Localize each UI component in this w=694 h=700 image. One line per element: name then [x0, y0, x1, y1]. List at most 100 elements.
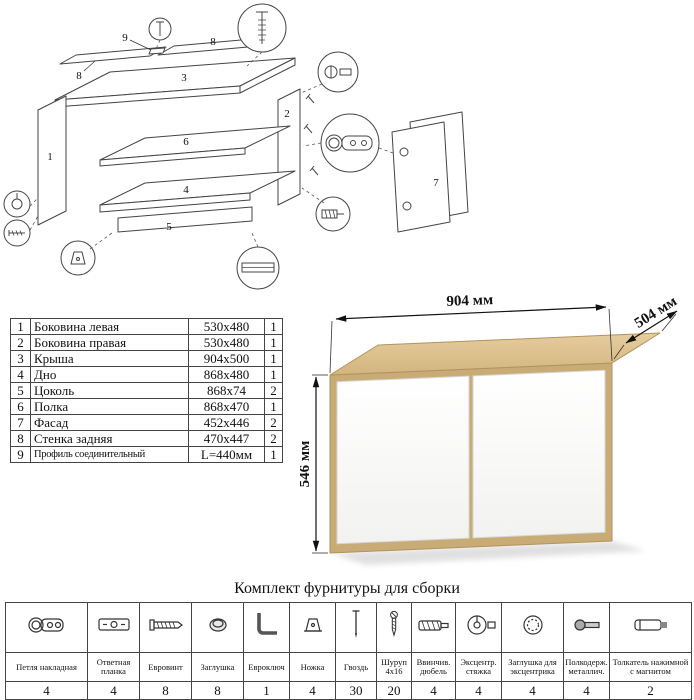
hardware-name: Ввинчив. дюбель — [411, 652, 456, 682]
shelf-panel-edge — [99, 147, 246, 167]
hardware-icon-row — [5, 602, 692, 653]
hinge-cup-hole — [399, 147, 409, 157]
part-qty: 1 — [264, 366, 283, 383]
hardware-qty: 4 — [411, 681, 456, 700]
cap-icon — [208, 618, 227, 632]
height-dimension-label: 546 мм — [300, 441, 313, 488]
loose-screws — [303, 93, 319, 176]
part-size: 868x480 — [188, 366, 265, 383]
hardware-qty: 1 — [243, 681, 290, 700]
part-num: 8 — [10, 430, 31, 447]
hardware-icon-cell — [376, 602, 412, 653]
callout-hinge — [320, 113, 380, 173]
hardware-icon-cell — [609, 602, 692, 653]
hardware-icon-cell — [139, 602, 192, 653]
part-qty: 1 — [264, 446, 283, 463]
part-qty: 2 — [264, 382, 283, 399]
part-qty: 2 — [264, 414, 283, 431]
part-size: 868x470 — [188, 398, 265, 415]
hardware-name: Шуруп 4x16 — [376, 652, 412, 682]
hardware-qty: 20 — [376, 681, 412, 700]
part-num: 6 — [10, 398, 31, 415]
table-row: 3 Крыша 904x500 1 — [10, 350, 283, 367]
hardware-icon-cell — [191, 602, 244, 653]
hardware-icon-cell — [563, 602, 610, 653]
part-label-3: 3 — [181, 72, 187, 84]
parts-list-table: 1 Боковина левая 530x480 1 2 Боковина пр… — [10, 318, 283, 463]
hardware-icon-cell — [335, 602, 377, 653]
assembled-cabinet-render: 904 мм 504 мм 546 мм — [300, 292, 680, 565]
hardware-qty: 4 — [289, 681, 336, 700]
hardware-kit-title: Комплект фурнитуры для сборки — [234, 580, 460, 597]
hardware-name: Ответная планка — [87, 652, 140, 682]
exploded-assembly-diagram: 9 8 8 3 2 1 6 4 5 7 — [3, 3, 469, 290]
right-side-panel — [277, 88, 301, 206]
bottom-panel-edge — [99, 192, 251, 213]
hinge-cup-hole — [402, 201, 412, 211]
hardware-name: Полкодерж. металлич. — [563, 652, 610, 682]
cabinet-shadow — [330, 541, 646, 565]
part-qty: 1 — [264, 398, 283, 415]
part-num: 9 — [10, 446, 31, 463]
part-size: 530x480 — [188, 334, 265, 351]
cabinet-right-door — [472, 369, 606, 539]
part-name: Дно — [30, 366, 189, 383]
part-label-7: 7 — [433, 177, 439, 189]
part-label-8a: 8 — [76, 70, 82, 82]
dimension-lines — [312, 304, 678, 554]
table-row: 6 Полка 868x470 1 — [10, 398, 283, 415]
table-row: 7 Фасад 452x446 2 — [10, 414, 283, 431]
cabinet-left-door — [336, 375, 470, 545]
callout-nail — [148, 17, 172, 41]
hardware-qty: 4 — [87, 681, 140, 700]
hardware-name: Эксцентр. стяжка — [455, 652, 502, 682]
hex-key-icon — [256, 613, 277, 635]
mounting-plate-icon — [97, 618, 130, 631]
hardware-qty: 8 — [191, 681, 244, 700]
hardware-qty: 8 — [139, 681, 192, 700]
part-num: 5 — [10, 382, 31, 399]
hardware-callouts — [3, 3, 380, 290]
hinge-icon — [27, 617, 64, 633]
hardware-name-row: Петля накладная Ответная планка Евровинт… — [5, 652, 692, 682]
part-name: Фасад — [30, 414, 189, 431]
push-latch-icon — [633, 619, 667, 631]
part-name: Полка — [30, 398, 189, 415]
hardware-icon-cell — [411, 602, 456, 653]
back-panel-left — [59, 46, 167, 65]
part-size: 868x74 — [188, 382, 265, 399]
hardware-name: Заглушка — [191, 652, 244, 682]
table-row: 2 Боковина правая 530x480 1 — [10, 334, 283, 351]
dowel-icon — [417, 620, 449, 631]
facade-front — [391, 121, 451, 233]
part-size: 452x446 — [188, 414, 265, 431]
hardware-icon-cell — [87, 602, 140, 653]
width-dimension-label: 904 мм — [446, 292, 493, 310]
table-row: 1 Боковина левая 530x480 1 — [10, 318, 283, 335]
hardware-qty: 4 — [5, 681, 88, 700]
part-name: Цоколь — [30, 382, 189, 399]
hardware-name: Заглушка для эксцентрика — [501, 652, 564, 682]
part-qty: 2 — [264, 430, 283, 447]
part-name: Крыша — [30, 350, 189, 367]
part-name: Стенка задняя — [30, 430, 189, 447]
part-num: 3 — [10, 350, 31, 367]
callout-cam-lock — [3, 190, 31, 218]
callout-dowel — [315, 196, 351, 232]
hardware-qty: 30 — [335, 681, 377, 700]
table-row: 8 Стенка задняя 470x447 2 — [10, 430, 283, 447]
depth-dimension-label: 504 мм — [632, 293, 680, 331]
part-num: 2 — [10, 334, 31, 351]
hardware-name: Евровинт — [139, 652, 192, 682]
cam-lock-icon — [466, 615, 496, 635]
hardware-qty-row: 4 4 8 8 1 4 30 20 4 4 4 4 2 — [5, 681, 692, 700]
leader-lines — [29, 39, 394, 250]
hardware-icon-cell — [289, 602, 336, 653]
part-size: 470x447 — [188, 430, 265, 447]
hardware-name: Толкатель нажимной с магнитом — [609, 652, 692, 682]
part-name: Профиль соединительный — [30, 446, 189, 463]
callout-profile — [236, 246, 280, 290]
part-label-1: 1 — [47, 151, 53, 163]
part-size: L=440мм — [188, 446, 265, 463]
